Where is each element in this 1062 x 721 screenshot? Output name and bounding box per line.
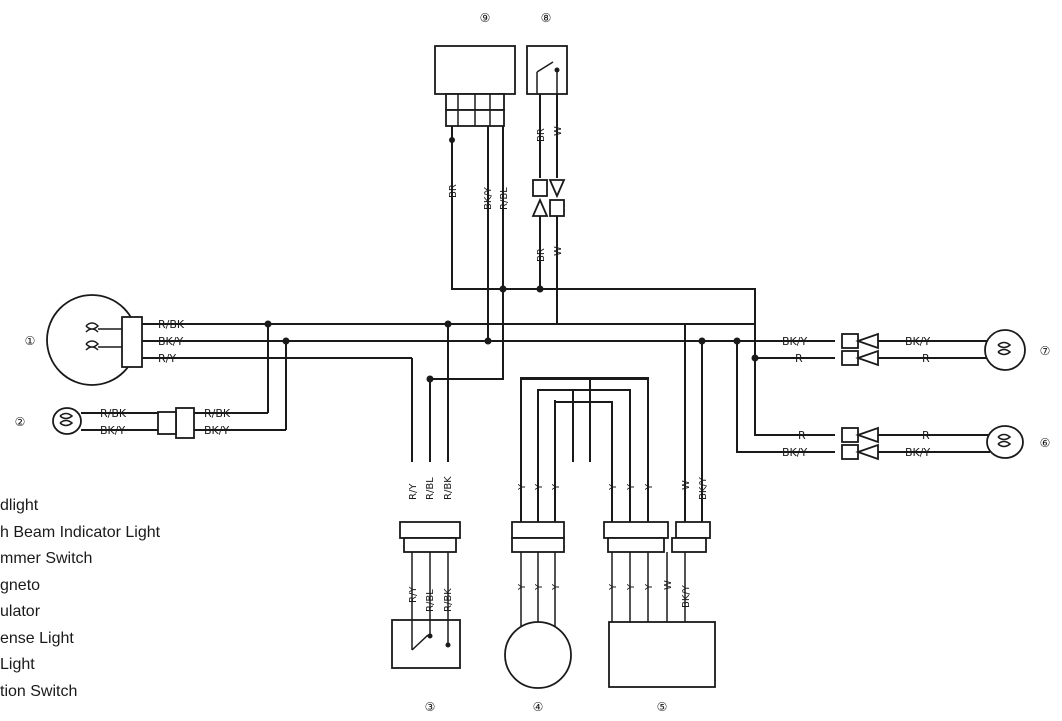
wire-label: Y	[608, 483, 619, 491]
label-component-3: ③	[425, 700, 436, 714]
wire-label: BK/Y	[782, 335, 807, 348]
legend-item: ulator	[0, 603, 41, 620]
wire-label: Y	[644, 483, 655, 491]
wire-label: R/BL	[425, 477, 436, 500]
wire-label: BK/Y	[905, 335, 930, 348]
wire-label: BR	[536, 128, 547, 142]
wire-label: R/Y	[408, 586, 419, 603]
label-component-8: ⑧	[541, 11, 552, 25]
wire-label: BR	[448, 184, 459, 198]
magneto-4	[504, 621, 572, 689]
wire-label: Y	[644, 583, 655, 591]
label-component-9: ⑨	[480, 11, 491, 25]
wire-label: R/BL	[499, 187, 510, 210]
headlight-filament-1	[85, 322, 100, 333]
connector-6	[841, 426, 879, 461]
high-beam-indicator-2	[52, 407, 195, 439]
regulator-connector	[603, 521, 669, 539]
wire-label: R	[795, 352, 803, 365]
legend-item: mmer Switch	[0, 550, 93, 567]
wire-label: R/BK	[204, 407, 231, 420]
wire-label: R/BL	[425, 589, 436, 612]
light-6	[986, 425, 1024, 459]
wire-label: R/Y	[408, 483, 419, 500]
legend-item: dlight	[0, 497, 39, 514]
wire-label: R/BK	[443, 476, 454, 500]
wire-label: Y	[534, 583, 545, 591]
wire-label: Y	[551, 583, 562, 591]
wire-label: BK/Y	[100, 424, 125, 437]
wire-label: BK/Y	[483, 186, 494, 210]
headlight-filament-2	[85, 340, 100, 351]
wire-label: W	[553, 246, 564, 256]
label-component-4: ④	[533, 700, 544, 714]
component-legend: dlight h Beam Indicator Light mmer Switc…	[0, 493, 160, 705]
wire-label: Y	[517, 483, 528, 491]
wire-label: BK/Y	[204, 424, 229, 437]
wire-label: BK/Y	[681, 584, 692, 608]
wire-label: W	[681, 480, 692, 490]
wire-label: BK/Y	[905, 446, 930, 459]
connector-7	[841, 332, 879, 367]
wire-label: R/Y	[158, 352, 176, 365]
legend-item: tion Switch	[0, 682, 78, 700]
wire-label: Y	[626, 583, 637, 591]
wire-label: BK/Y	[158, 335, 183, 348]
wire-label: Y	[517, 583, 528, 591]
label-component-5: ⑤	[657, 700, 668, 714]
legend-item: Light	[0, 656, 35, 673]
wire-label: W	[663, 580, 674, 590]
label-component-1: ①	[25, 334, 36, 348]
wire-label: BK/Y	[698, 476, 709, 500]
wire-label: R/BK	[158, 318, 185, 331]
legend-item: h Beam Indicator Light	[0, 523, 161, 541]
wire-label: R	[922, 429, 930, 442]
component-8-body	[526, 45, 568, 95]
magneto-connector	[511, 521, 565, 539]
label-component-2: ②	[15, 415, 26, 429]
wire-label: R/BK	[100, 407, 127, 420]
wire-label: R/BK	[443, 588, 454, 612]
legend-item: gneto	[0, 576, 41, 594]
label-component-7: ⑦	[1040, 344, 1051, 358]
headlight-1	[46, 294, 143, 386]
wire-label: Y	[551, 483, 562, 491]
switch-3-connector	[399, 521, 461, 539]
component-9-body	[434, 45, 516, 95]
wire-label: BR	[536, 248, 547, 262]
headlight-connector	[121, 316, 143, 368]
indicator-connector-male	[157, 411, 177, 435]
wire-label: W	[553, 126, 564, 136]
indicator-connector-female	[175, 407, 195, 439]
wire-label: BK/Y	[782, 446, 807, 459]
legend-item: ense Light	[0, 629, 74, 647]
wire-label: Y	[626, 483, 637, 491]
wire-label: R	[798, 429, 806, 442]
label-component-6: ⑥	[1040, 436, 1051, 450]
light-7	[984, 329, 1026, 371]
wire-label: R	[922, 352, 930, 365]
regulator-5	[608, 621, 716, 688]
wire-label: Y	[534, 483, 545, 491]
wire-label: Y	[608, 583, 619, 591]
